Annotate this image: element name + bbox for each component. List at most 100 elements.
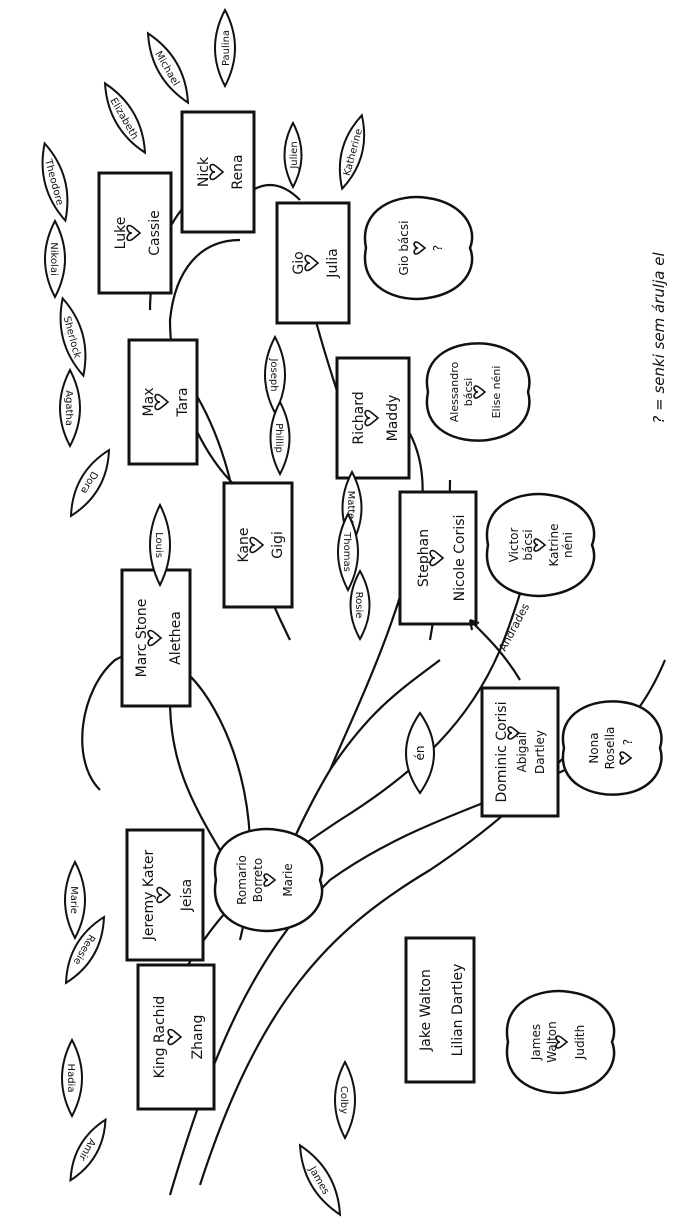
svg-text:Marie: Marie bbox=[68, 886, 79, 914]
svg-text:Paulina: Paulina bbox=[221, 30, 232, 66]
leaf-louis: Louis bbox=[149, 502, 171, 588]
svg-text:? = senki sem árulja el: ? = senki sem árulja el bbox=[650, 252, 668, 424]
couple-name-2: Gigi bbox=[270, 531, 286, 559]
svg-text:Thomas: Thomas bbox=[341, 531, 352, 572]
couple-name-3: Dartley bbox=[533, 730, 547, 774]
svg-text:Agatha: Agatha bbox=[63, 390, 74, 426]
couple-stephan: Stephan Nicole Corisi bbox=[398, 490, 478, 626]
svg-text:?: ? bbox=[621, 739, 635, 745]
apple-victor: Victor bácsi Katrine néni bbox=[485, 492, 596, 598]
svg-text:Rosie: Rosie bbox=[353, 592, 364, 619]
couple-nick: Nick Rena bbox=[180, 110, 256, 234]
couple-name-1: King Rachid bbox=[152, 996, 168, 1079]
svg-text:Victor: Victor bbox=[507, 528, 521, 563]
couple-name-2: Nicole Corisi bbox=[452, 515, 468, 602]
couple-name-1: Jake Walton bbox=[418, 969, 434, 1052]
svg-text:Marie: Marie bbox=[281, 863, 295, 896]
couple-name-1: Jeremy Kater bbox=[141, 849, 157, 941]
svg-text:Elise néni: Elise néni bbox=[490, 366, 503, 419]
svg-text:Colby: Colby bbox=[338, 1086, 349, 1114]
svg-text:Hadia: Hadia bbox=[65, 1064, 76, 1093]
svg-text:Nikolai: Nikolai bbox=[48, 242, 59, 276]
apple-nona: Nona Rosella ? bbox=[561, 700, 663, 796]
leaf-sherlock: Sherlock bbox=[59, 296, 87, 378]
svg-text:Nona: Nona bbox=[587, 732, 601, 763]
svg-text:Rosella: Rosella bbox=[603, 727, 617, 770]
couple-dominic: Dominic Corisi Abigail Dartley bbox=[480, 686, 560, 818]
svg-text:Alessandro: Alessandro bbox=[448, 361, 461, 422]
svg-text:én: én bbox=[413, 746, 427, 761]
leaf-agatha: Agatha bbox=[59, 367, 81, 449]
couple-jake-walton: Jake Walton Lilian Dartley bbox=[404, 936, 476, 1084]
svg-text:Walton: Walton bbox=[545, 1021, 559, 1062]
leaf-joseph: Joseph bbox=[264, 334, 286, 416]
couple-name-2: Maddy bbox=[385, 395, 401, 442]
leaf-colby: Colby bbox=[334, 1059, 356, 1141]
leaf-michael: Michael bbox=[146, 31, 190, 105]
couple-name-2: Alethea bbox=[168, 611, 184, 665]
couple-name-1: Gio bbox=[291, 251, 307, 274]
svg-text:Joseph: Joseph bbox=[268, 357, 279, 391]
svg-text:?: ? bbox=[431, 245, 445, 251]
couple-name-1: Stephan bbox=[416, 529, 432, 587]
legend-note: ? = senki sem árulja el bbox=[650, 252, 668, 424]
leaf-julien: Julien bbox=[283, 120, 303, 190]
leaf-theodore: Theodore bbox=[41, 141, 69, 223]
svg-text:Romario: Romario bbox=[235, 855, 249, 905]
svg-text:néni: néni bbox=[561, 532, 575, 558]
leaf-dora: Dora bbox=[69, 448, 111, 518]
leaf-hadia: Hadia bbox=[61, 1037, 83, 1119]
couple-kane: Kane Gigi bbox=[222, 481, 294, 609]
svg-text:Phillip: Phillip bbox=[273, 423, 284, 453]
svg-text:Matteo: Matteo bbox=[345, 491, 356, 526]
couple-name-2: Lilian Dartley bbox=[450, 964, 466, 1057]
svg-text:Louis: Louis bbox=[153, 532, 164, 558]
couple-name-2: Cassie bbox=[147, 210, 163, 255]
svg-text:Gio bácsi: Gio bácsi bbox=[397, 221, 411, 276]
couple-name-2: Zhang bbox=[190, 1015, 206, 1060]
svg-text:Julien: Julien bbox=[289, 141, 300, 169]
couple-marc-stone: Marc Stone Alethea bbox=[120, 568, 192, 708]
arrow-icon bbox=[469, 619, 521, 681]
leaf-james: James bbox=[298, 1143, 342, 1217]
svg-text:Borreto: Borreto bbox=[251, 858, 265, 902]
leaf-elizabeth: Elizabeth bbox=[103, 81, 147, 155]
svg-text:Katrine: Katrine bbox=[547, 524, 561, 567]
leaf-thomas: Thomas bbox=[337, 511, 359, 593]
leaf-marie: Marie bbox=[64, 859, 86, 941]
svg-text:James: James bbox=[529, 1024, 543, 1061]
apple-gio-bacsi: Gio bácsi ? bbox=[363, 195, 474, 301]
leaf-katherine: Katherine bbox=[338, 113, 366, 191]
andrades-annotation: Andrades bbox=[468, 601, 532, 681]
leaf-rosie: Rosie bbox=[349, 568, 371, 642]
leaf-en: én bbox=[405, 711, 435, 795]
couple-name-2: Tara bbox=[175, 387, 191, 417]
couple-name-1: Max bbox=[141, 388, 157, 417]
couple-name-1: Dominic Corisi bbox=[494, 702, 510, 803]
svg-text:bácsi: bácsi bbox=[521, 529, 535, 560]
couple-name-2: Jeisa bbox=[179, 879, 195, 913]
couple-name-1: Kane bbox=[236, 528, 252, 563]
leaf-nikolai: Nikolai bbox=[44, 218, 66, 300]
apple-romario: Romario Borreto Marie bbox=[213, 827, 324, 933]
leaf-reesie: Reesie bbox=[64, 915, 106, 985]
apple-james-walton: James Walton Judith bbox=[505, 989, 616, 1095]
leaf-phillip: Phillip bbox=[269, 399, 291, 477]
couple-name-2: Julia bbox=[325, 248, 341, 278]
couple-name-1: Luke bbox=[113, 217, 129, 250]
couple-king-rachid: King Rachid Zhang bbox=[136, 963, 216, 1111]
couple-name-2: Abigail bbox=[515, 732, 529, 773]
leaf-amir: Amir bbox=[69, 1117, 107, 1183]
couple-gio: Gio Julia bbox=[275, 201, 351, 325]
couple-name-1: Marc Stone bbox=[134, 599, 150, 678]
couple-jeremy-kater: Jeremy Kater Jeisa bbox=[125, 828, 205, 962]
couple-max: Max Tara bbox=[127, 338, 199, 466]
couple-name-2: Rena bbox=[230, 154, 246, 189]
couple-luke: Luke Cassie bbox=[97, 171, 173, 295]
couple-name-1: Richard bbox=[351, 391, 367, 444]
svg-text:Judith: Judith bbox=[573, 1025, 587, 1060]
apple-alessandro: Alessandro bácsi Elise néni bbox=[425, 342, 531, 442]
leaf-paulina: Paulina bbox=[214, 7, 236, 89]
couple-name-1: Nick bbox=[196, 156, 212, 187]
